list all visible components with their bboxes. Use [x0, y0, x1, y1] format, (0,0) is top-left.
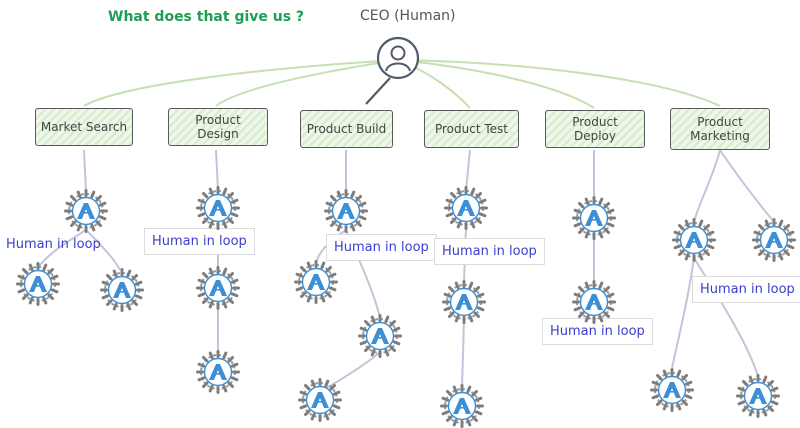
ai-agent-gear-icon — [358, 314, 402, 358]
department-label: Product Test — [434, 121, 508, 136]
ai-agent-gear-icon — [672, 218, 716, 262]
department-label: Product Marketing — [690, 114, 750, 143]
ai-agent-gear-icon — [442, 280, 486, 324]
department-product-test: Product Test — [424, 110, 519, 148]
diagram-question-title: What does that give us ? — [108, 9, 305, 25]
ai-agent-gear-icon — [572, 196, 616, 240]
ai-agent-gear-icon — [440, 384, 484, 428]
ai-agent-gear-icon — [196, 350, 240, 394]
department-label: Product Deploy — [572, 114, 618, 143]
ai-agent-gear-icon — [196, 186, 240, 230]
department-product-design: Product Design — [168, 108, 268, 146]
ceo-link-product-build — [365, 77, 391, 105]
department-product-deploy: Product Deploy — [545, 110, 645, 148]
ai-agent-gear-icon — [752, 218, 796, 262]
ceo-link-product-deploy — [397, 59, 595, 109]
ceo-link-product-design — [215, 59, 399, 107]
department-product-build: Product Build — [300, 110, 393, 148]
department-product-marketing: Product Marketing — [670, 108, 770, 150]
human-in-loop-label: Human in loop — [6, 237, 101, 252]
ai-agent-gear-icon — [100, 268, 144, 312]
human-in-loop-label: Human in loop — [326, 234, 437, 261]
ai-agent-gear-icon — [196, 266, 240, 310]
department-label: Product Build — [306, 121, 387, 136]
human-in-loop-label: Human in loop — [434, 238, 545, 265]
ceo-link-product-marketing — [397, 59, 721, 107]
department-label: Market Search — [40, 119, 128, 134]
ceo-label: CEO (Human) — [360, 8, 456, 24]
ai-agent-gear-icon — [16, 262, 60, 306]
department-market-search: Market Search — [35, 108, 133, 146]
ai-agent-gear-icon — [324, 189, 368, 233]
human-in-loop-label: Human in loop — [692, 276, 800, 303]
ceo-link-market-search — [83, 59, 399, 107]
ai-agent-gear-icon — [572, 280, 616, 324]
human-in-loop-label: Human in loop — [144, 228, 255, 255]
ai-agent-gear-icon — [298, 378, 342, 422]
ai-agent-gear-icon — [650, 368, 694, 412]
ai-agent-gear-icon — [64, 189, 108, 233]
ai-agent-gear-icon — [294, 260, 338, 304]
ai-agent-gear-icon — [736, 374, 780, 418]
department-label: Product Design — [195, 112, 241, 141]
human-in-loop-label: Human in loop — [542, 318, 653, 345]
ai-agent-gear-icon — [444, 186, 488, 230]
person-icon — [376, 36, 420, 80]
